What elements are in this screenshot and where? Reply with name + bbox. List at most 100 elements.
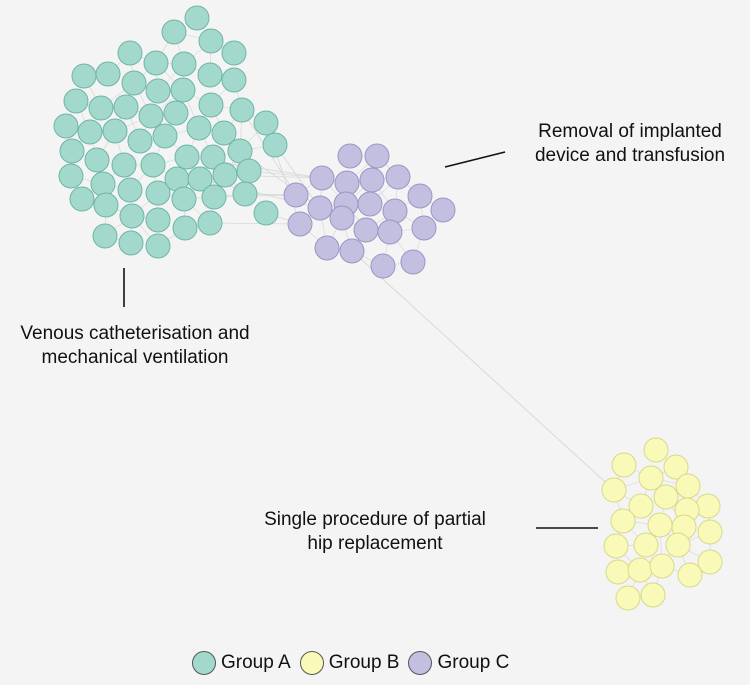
node-group-b [649,553,675,579]
node-group-a [117,40,143,66]
node-group-b [695,493,721,519]
group-b-label: Single procedure of partial hip replacem… [230,508,520,556]
group-c-label-line1: Removal of implanted [538,121,722,142]
node-group-a [187,166,213,192]
node-group-a [90,171,116,197]
node-group-c [370,253,396,279]
node-group-b [677,562,703,588]
node-group-a [174,144,200,170]
legend: Group A Group B Group C [192,651,518,675]
node-group-a [197,62,223,88]
node-group-a [221,67,247,93]
node-group-c [287,211,313,237]
node-group-a [197,210,223,236]
node-group-b [601,477,627,503]
node-group-a [102,118,128,144]
node-group-b [663,454,689,480]
node-group-a [211,120,237,146]
node-group-c [382,198,408,224]
legend-swatch-group-b [299,651,324,675]
node-group-b [633,532,659,558]
node-group-a [145,180,171,206]
legend-swatch-group-c [408,651,433,675]
node-group-c [337,143,363,169]
node-group-b [627,557,653,583]
node-group-a [232,181,258,207]
node-group-a [184,5,210,31]
node-group-a [145,233,171,259]
node-group-a [172,215,198,241]
node-group-b [603,533,629,559]
legend-label-group-b: Group B [328,652,400,673]
node-group-a [138,103,164,129]
node-group-a [253,200,279,226]
legend-label-group-c: Group C [437,652,510,673]
node-group-a [236,158,262,184]
node-group-a [63,88,89,114]
node-group-a [221,40,247,66]
node-group-b [628,493,654,519]
node-group-a [93,192,119,218]
node-group-a [140,152,166,178]
node-group-c [411,215,437,241]
edge [274,144,321,209]
node-group-c [329,205,355,231]
group-b-label-line2: hip replacement [307,533,443,554]
node-group-b [647,512,673,538]
node-group-b [610,508,636,534]
node-group-a [77,119,103,145]
nodes [53,5,723,611]
node-group-a [145,207,171,233]
node-group-a [212,162,238,188]
node-group-a [118,230,144,256]
node-group-b [638,465,664,491]
legend-item-group-b: Group B [299,651,400,675]
node-group-b [611,452,637,478]
node-group-c [359,167,385,193]
legend-label-group-a: Group A [221,652,291,673]
node-group-c [357,191,383,217]
node-group-a [200,144,226,170]
node-group-a [253,110,279,136]
node-group-a [161,19,187,45]
node-group-b [640,582,666,608]
node-group-a [88,95,114,121]
node-group-a [119,203,145,229]
label-pointers [123,151,598,529]
node-group-a [121,70,147,96]
group-a-label-line1: Venous catheterisation and [20,323,250,344]
node-group-c [385,164,411,190]
node-group-c [430,197,456,223]
node-group-b [605,559,631,585]
node-group-c [314,235,340,261]
node-group-a [59,138,85,164]
group-c-pointer [444,151,506,168]
node-group-b [665,532,691,558]
node-group-c [353,217,379,243]
node-group-c [334,170,360,196]
group-a-label-line2: mechanical ventilation [41,347,229,368]
node-group-a [58,163,84,189]
node-group-a [163,100,189,126]
node-group-a [171,51,197,77]
node-group-a [171,186,197,212]
legend-item-group-c: Group C [408,651,509,675]
node-group-a [127,128,153,154]
node-group-b [615,585,641,611]
node-group-c [364,143,390,169]
node-group-c [307,195,333,221]
node-group-c [407,183,433,209]
node-group-a [201,184,227,210]
node-group-a [198,28,224,54]
node-group-a [84,147,110,173]
node-group-c [377,219,403,245]
node-group-a [170,77,196,103]
node-group-a [113,94,139,120]
node-group-a [71,63,97,89]
node-group-c [283,182,309,208]
node-group-a [145,78,171,104]
node-group-b [653,484,679,510]
node-group-b [675,473,701,499]
node-group-c [400,249,426,275]
